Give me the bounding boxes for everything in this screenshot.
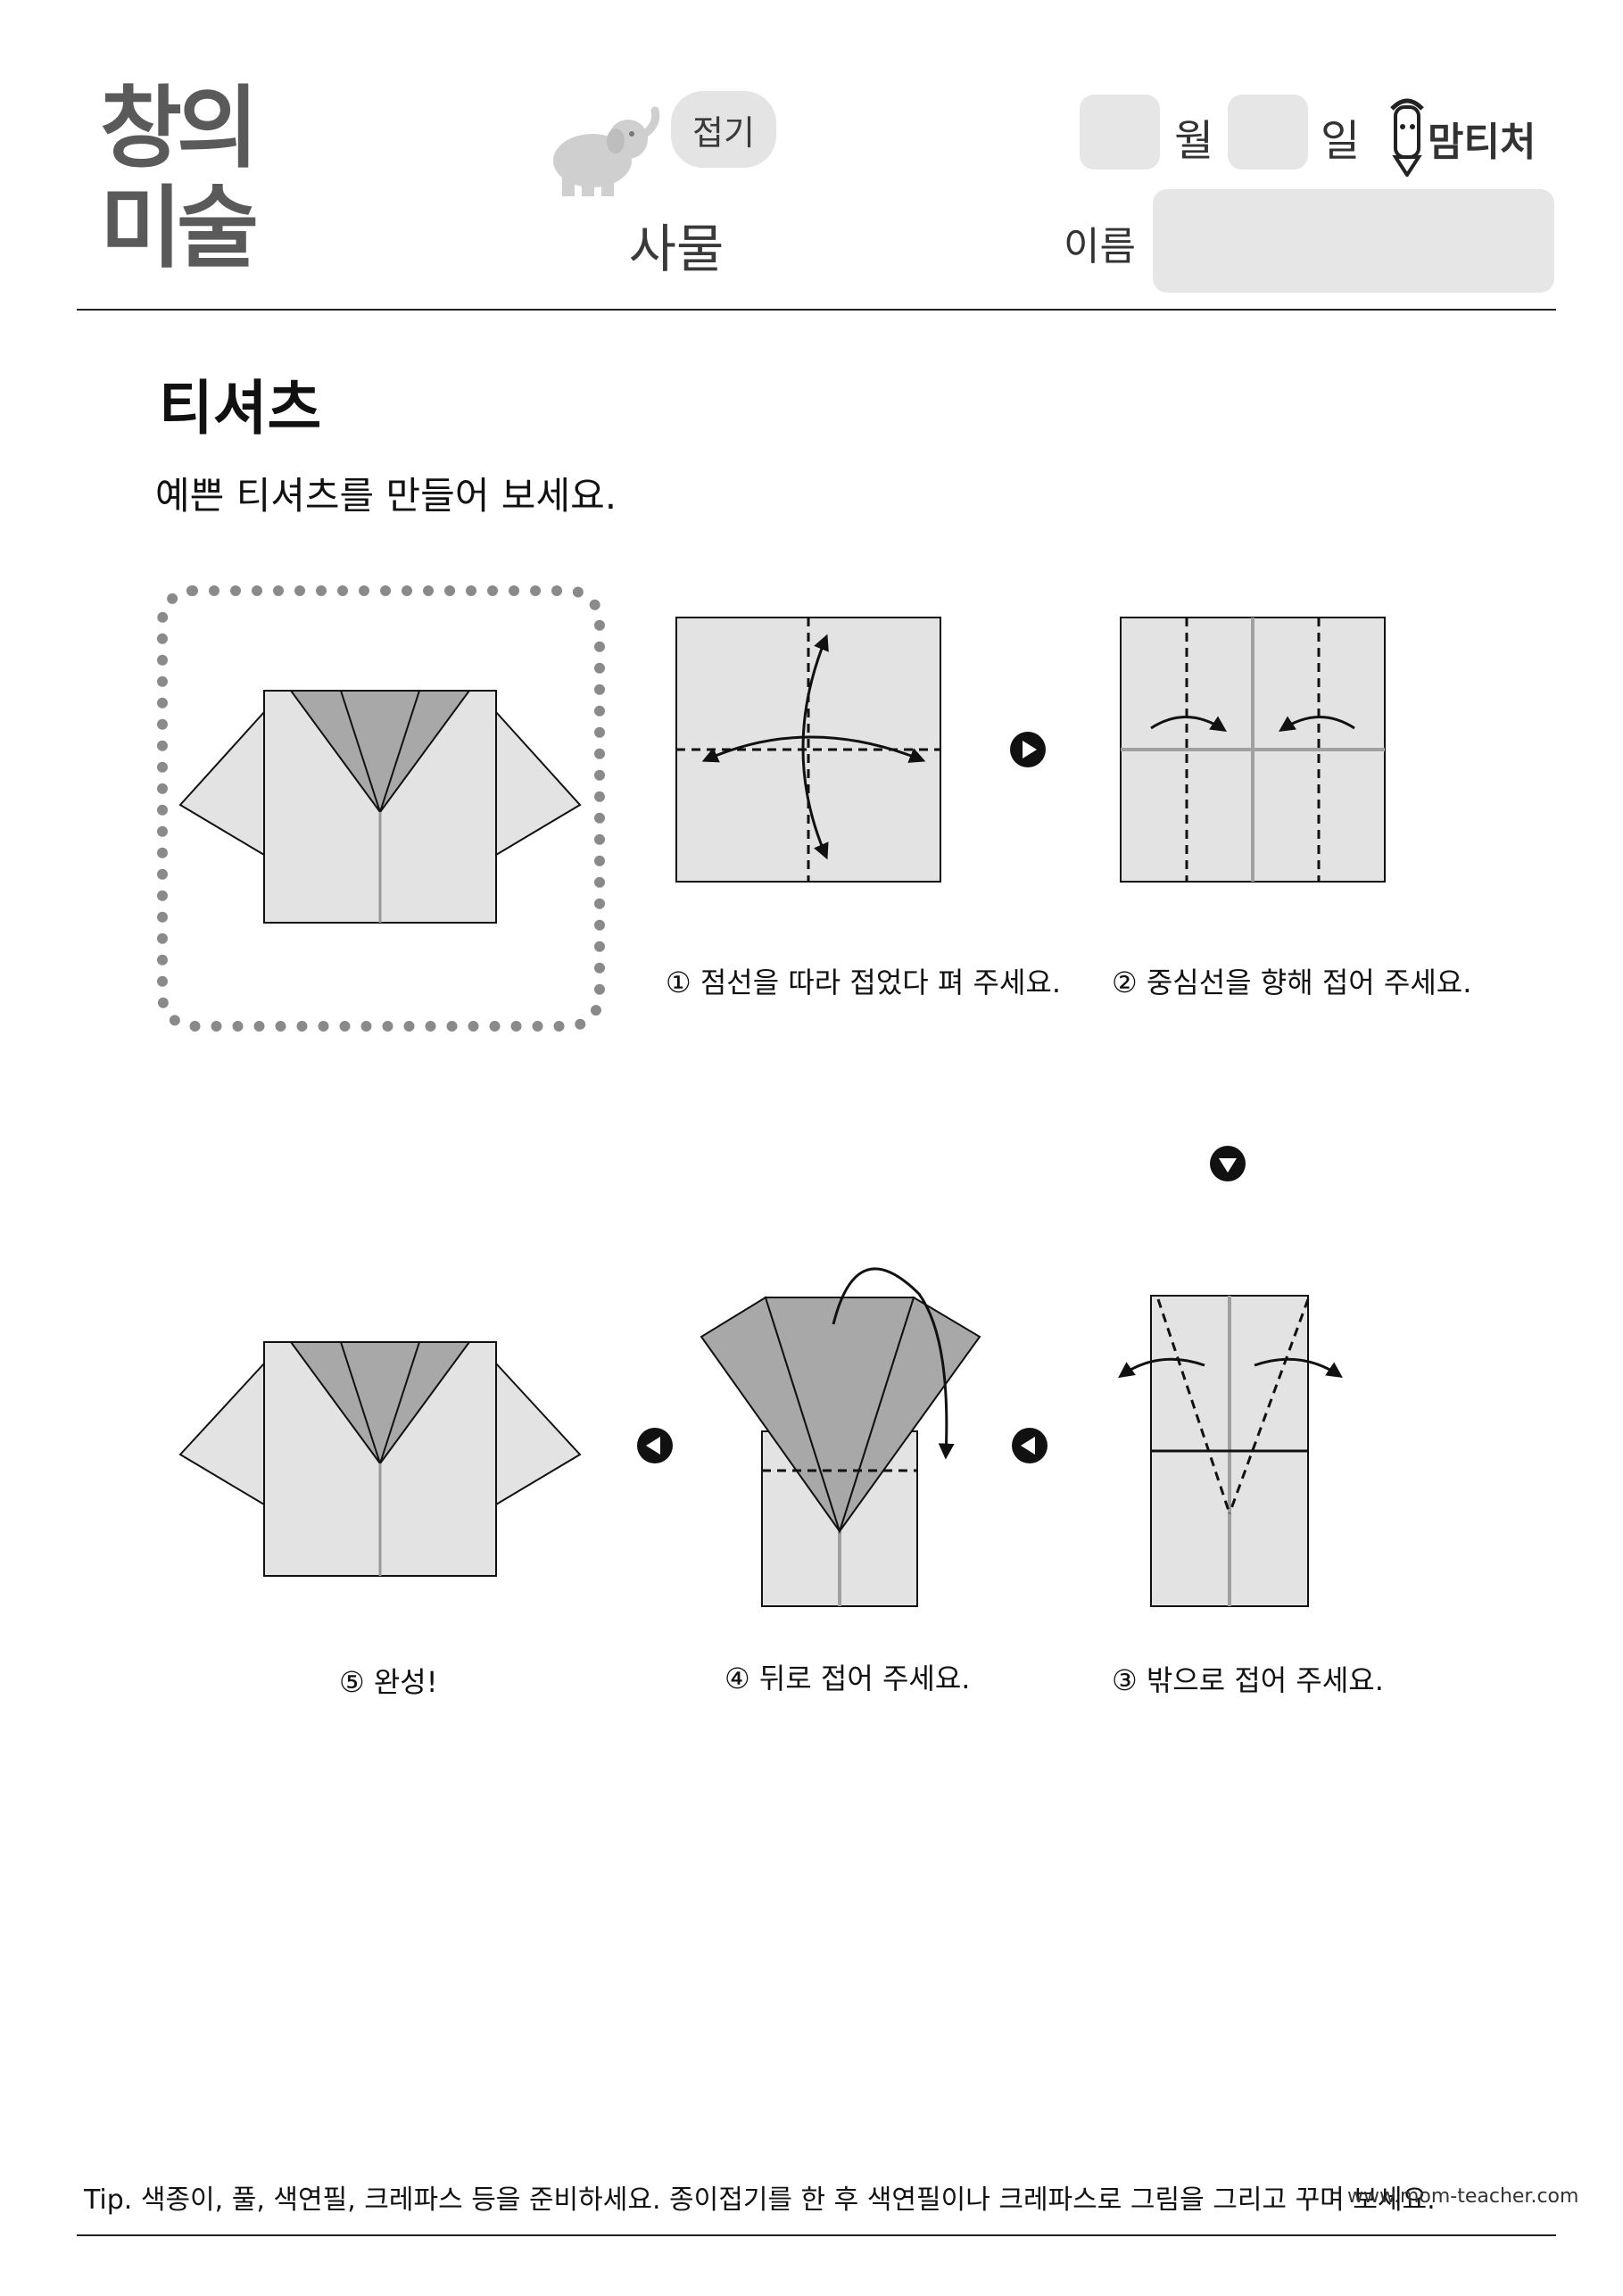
logo-line-2: 미술 [100, 176, 259, 280]
step-2-diagram [1120, 617, 1386, 883]
name-label: 이름 [1064, 224, 1136, 269]
activity-badge: 접기 [671, 91, 776, 168]
step-3-diagram [1118, 1295, 1343, 1607]
header-divider [77, 309, 1556, 311]
elephant-icon [553, 106, 660, 196]
step-2-caption: ② 중심선을 향해 접어 주세요. [1112, 966, 1472, 999]
arrow-right-icon [1010, 732, 1046, 767]
preview-frame [157, 585, 605, 1032]
footer-divider [77, 2234, 1556, 2236]
arrow-left-icon [1012, 1428, 1047, 1463]
footer-website[interactable]: www.mom-teacher.com [1347, 2185, 1579, 2208]
brand-logo: 맘티처 [1390, 98, 1536, 177]
page-title: 티셔츠 [159, 374, 322, 443]
step-5-diagram [178, 1341, 582, 1577]
arrow-down-icon [1210, 1146, 1246, 1181]
step-3-caption: ③ 밖으로 접어 주세요. [1112, 1663, 1384, 1697]
pencil-mascot-icon [1390, 98, 1424, 177]
day-field[interactable] [1228, 95, 1308, 170]
category-label: 사물 [628, 219, 725, 279]
step-1-caption: ① 점선을 따라 접었다 펴 주세요. [666, 966, 1061, 999]
footer-tip: Tip. 색종이, 풀, 색연필, 크레파스 등을 준비하세요. 종이접기를 한… [84, 2184, 1436, 2216]
step-4-caption: ④ 뒤로 접어 주세요. [725, 1662, 971, 1695]
month-label: 월 [1174, 116, 1214, 166]
page-subtitle: 예쁜 티셔츠를 만들어 보세요. [155, 474, 617, 518]
day-label: 일 [1321, 116, 1361, 166]
month-field[interactable] [1080, 95, 1160, 170]
name-field[interactable] [1153, 189, 1554, 293]
step-1-diagram [675, 617, 941, 883]
logo-title: 창의 미술 [100, 82, 287, 296]
brand-text: 맘티처 [1428, 120, 1536, 165]
step-5-caption: ⑤ 완성! [339, 1665, 438, 1699]
preview-tshirt [178, 690, 582, 924]
step-4-diagram [700, 1267, 981, 1607]
arrow-left-icon-2 [637, 1428, 673, 1463]
logo-line-1: 창의 [100, 76, 259, 180]
